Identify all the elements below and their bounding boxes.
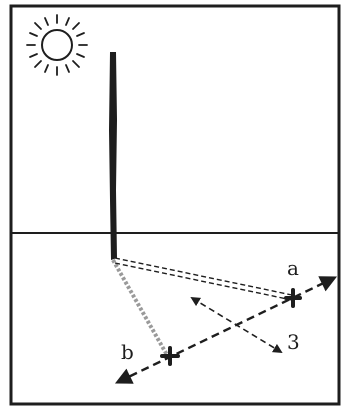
double-arrow-line-ab bbox=[118, 278, 334, 382]
sun-icon bbox=[27, 15, 87, 75]
shadow-line-a bbox=[115, 258, 292, 300]
label-3: 3 bbox=[287, 332, 300, 352]
cross-marker-b bbox=[162, 348, 178, 364]
cross-marker-a bbox=[286, 290, 300, 306]
vertical-stick bbox=[109, 52, 117, 260]
label-a: a bbox=[287, 258, 299, 278]
label-b: b bbox=[121, 342, 134, 362]
double-arrow-line-3 bbox=[192, 298, 281, 352]
